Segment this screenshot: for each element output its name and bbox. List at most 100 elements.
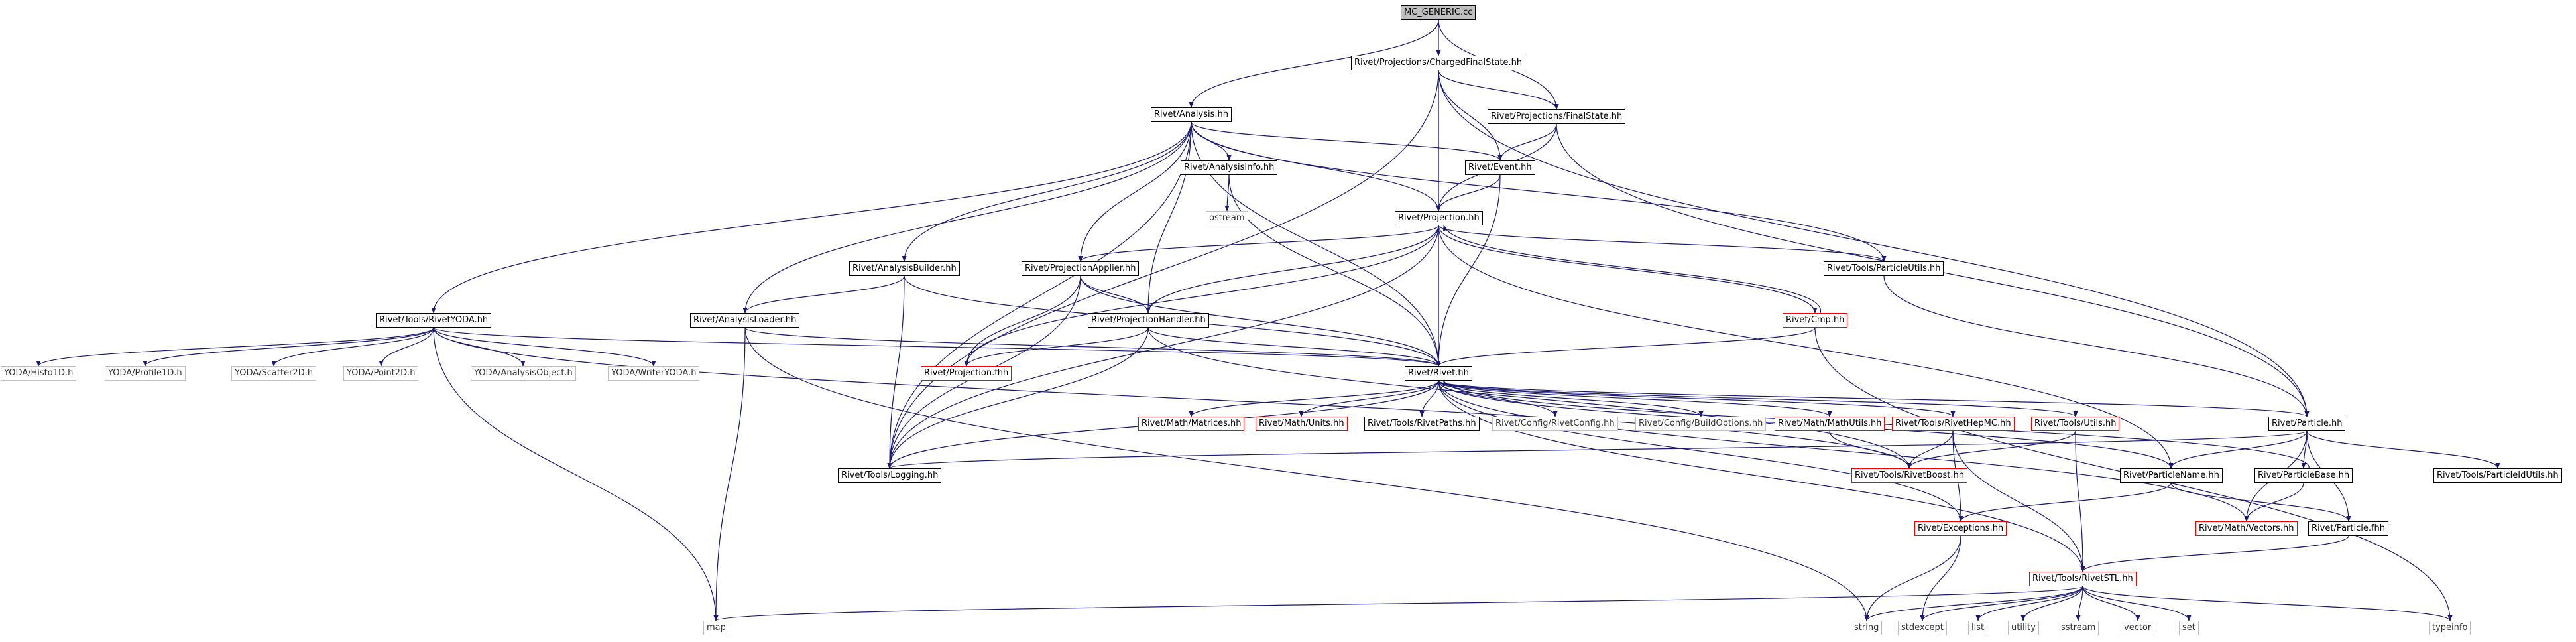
- edge-rstl-to-string: [1864, 586, 2083, 621]
- node-pname[interactable]: Rivet/ParticleName.hh: [2120, 468, 2223, 483]
- node-rboost[interactable]: Rivet/Tools/RivetBoost.hh: [1851, 468, 1967, 483]
- node-rpaths[interactable]: Rivet/Tools/RivetPaths.hh: [1364, 417, 1480, 431]
- edge-putils-to-particle: [1883, 275, 2310, 417]
- node-tutils[interactable]: Rivet/Tools/Utils.hh: [2031, 417, 2120, 431]
- edge-particle-to-pname: [2168, 430, 2308, 469]
- node-map[interactable]: map: [703, 621, 729, 635]
- node-projection[interactable]: Rivet/Projection.hh: [1395, 211, 1483, 225]
- node-event[interactable]: Rivet/Event.hh: [1465, 160, 1535, 175]
- node-papplier[interactable]: Rivet/ProjectionApplier.hh: [1022, 261, 1140, 276]
- node-analysis[interactable]: Rivet/Analysis.hh: [1151, 107, 1232, 122]
- node-ainfo[interactable]: Rivet/AnalysisInfo.hh: [1181, 160, 1278, 175]
- edge-pbase-to-vectors: [2244, 482, 2304, 522]
- edge-exceptions-to-string: [1864, 535, 1961, 621]
- edge-analysis-to-logging: [887, 121, 1192, 469]
- edge-rstl-to-sstream: [2076, 586, 2083, 621]
- node-h1d[interactable]: YODA/Histo1D.h: [1, 366, 77, 381]
- node-rhepmc[interactable]: Rivet/Tools/RivetHepMC.hh: [1892, 417, 2015, 431]
- edge-ryoda-to-map: [433, 327, 719, 621]
- node-vectors[interactable]: Rivet/Math/Vectors.hh: [2195, 521, 2298, 536]
- node-s2d[interactable]: YODA/Scatter2D.h: [231, 366, 317, 381]
- edge-rivet-to-mutils: [1438, 380, 1832, 417]
- edge-analysis-to-abuilder: [902, 121, 1192, 262]
- edge-aloader-to-string: [744, 327, 1869, 621]
- node-logging[interactable]: Rivet/Tools/Logging.hh: [838, 468, 942, 483]
- node-units[interactable]: Rivet/Math/Units.hh: [1256, 417, 1348, 431]
- node-utility[interactable]: utility: [2008, 621, 2039, 635]
- node-pfhh[interactable]: Rivet/Particle.fhh: [2308, 521, 2389, 536]
- edge-rivet-to-matrices: [1189, 380, 1439, 417]
- edge-analysis-to-ryoda: [431, 121, 1192, 314]
- node-rconfig[interactable]: Rivet/Config/RivetConfig.hh: [1492, 417, 1618, 431]
- edge-pbase-to-rivet: [1443, 380, 2310, 469]
- edge-ryoda-to-h1d: [36, 327, 434, 367]
- edge-mcg-to-analysis: [1189, 19, 1439, 108]
- node-abuilder[interactable]: Rivet/AnalysisBuilder.hh: [849, 261, 960, 276]
- edge-analysis-to-aloader: [742, 121, 1192, 314]
- edge-papplier-to-rivet: [1080, 275, 1441, 367]
- node-aloader[interactable]: Rivet/AnalysisLoader.hh: [690, 313, 800, 328]
- edge-tutils-to-rboost: [1906, 430, 2076, 469]
- node-phandler[interactable]: Rivet/ProjectionHandler.hh: [1088, 313, 1209, 328]
- node-particle[interactable]: Rivet/Particle.hh: [2268, 417, 2346, 431]
- node-ryoda[interactable]: Rivet/Tools/RivetYODA.hh: [376, 313, 492, 328]
- node-mcg[interactable]: MC_GENERIC.cc: [1401, 5, 1476, 20]
- node-list[interactable]: list: [1968, 621, 1988, 635]
- node-string[interactable]: string: [1851, 621, 1883, 635]
- node-sstream[interactable]: sstream: [2058, 621, 2099, 635]
- node-cfs[interactable]: Rivet/Projections/ChargedFinalState.hh: [1351, 56, 1526, 70]
- edge-rivet-to-units: [1299, 380, 1439, 417]
- node-mutils[interactable]: Rivet/Math/MathUtils.hh: [1775, 417, 1885, 431]
- edge-phandler-to-rivet: [1147, 327, 1441, 367]
- node-pbase[interactable]: Rivet/ParticleBase.hh: [2254, 468, 2353, 483]
- edge-rivet-to-tutils: [1438, 380, 2078, 417]
- node-rstl[interactable]: Rivet/Tools/RivetSTL.hh: [2029, 572, 2137, 586]
- edge-ainfo-to-rivet: [1228, 174, 1441, 367]
- edge-cmp-to-projection: [1443, 225, 1821, 314]
- edge-rstl-to-vector: [2082, 586, 2140, 621]
- edge-rstl-to-list: [1975, 586, 2083, 621]
- node-typeinfo[interactable]: typeinfo: [2429, 621, 2471, 635]
- node-matrices[interactable]: Rivet/Math/Matrices.hh: [1138, 417, 1245, 431]
- node-set[interactable]: set: [2179, 621, 2199, 635]
- edge-rivet-to-rhepmc: [1438, 380, 1956, 417]
- node-aobj[interactable]: YODA/AnalysisObject.h: [471, 366, 576, 381]
- edge-rstl-to-typeinfo: [2082, 586, 2453, 621]
- node-cmp[interactable]: Rivet/Cmp.hh: [1783, 313, 1848, 328]
- edge-ryoda-to-pt2d: [379, 327, 434, 367]
- edge-projection-to-projfhh: [964, 225, 1439, 367]
- edge-pname-to-pfhh: [2170, 482, 2351, 522]
- edge-rstl-to-map: [714, 586, 2083, 621]
- edge-rstl-to-stdexcept: [1920, 586, 2083, 621]
- edge-rstl-to-utility: [2020, 586, 2083, 621]
- edge-ryoda-to-wyoda: [433, 327, 656, 367]
- node-finalstate[interactable]: Rivet/Projections/FinalState.hh: [1488, 109, 1626, 124]
- node-ostream[interactable]: ostream: [1206, 211, 1248, 225]
- node-vector[interactable]: vector: [2121, 621, 2155, 635]
- edge-ryoda-to-s2d: [271, 327, 434, 367]
- node-pidutils[interactable]: Rivet/Tools/ParticleIdUtils.hh: [2433, 468, 2562, 483]
- node-wyoda[interactable]: YODA/WriterYODA.h: [608, 366, 700, 381]
- edge-ryoda-to-p1d: [143, 327, 434, 367]
- node-projfhh[interactable]: Rivet/Projection.fhh: [921, 366, 1012, 381]
- edge-mutils-to-rboost: [1829, 430, 1912, 469]
- node-pt2d[interactable]: YODA/Point2D.h: [343, 366, 419, 381]
- node-bconfig[interactable]: Rivet/Config/BuildOptions.hh: [1635, 417, 1767, 431]
- edge-cfs-to-particle: [1438, 70, 2310, 417]
- node-stdexcept[interactable]: stdexcept: [1898, 621, 1947, 635]
- edge-cmp-to-rivet: [1436, 327, 1816, 367]
- edge-analysis-to-event: [1191, 121, 1503, 161]
- node-exceptions[interactable]: Rivet/Exceptions.hh: [1914, 521, 2007, 536]
- edge-projection-to-logging: [887, 225, 1439, 469]
- edge-projection-to-putils: [1438, 225, 1887, 262]
- edge-aloader-to-rivet: [744, 327, 1441, 367]
- node-putils[interactable]: Rivet/Tools/ParticleUtils.hh: [1824, 261, 1944, 276]
- edge-rhepmc-to-rboost: [1906, 430, 1954, 469]
- edge-tutils-to-rstl: [2075, 430, 2085, 572]
- node-rivet[interactable]: Rivet/Rivet.hh: [1405, 366, 1472, 381]
- node-p1d[interactable]: YODA/Profile1D.h: [105, 366, 186, 381]
- edge-exceptions-to-stdexcept: [1920, 535, 1961, 621]
- edge-projection-to-papplier: [1078, 225, 1439, 262]
- edge-cfs-to-finalstate: [1438, 70, 1559, 110]
